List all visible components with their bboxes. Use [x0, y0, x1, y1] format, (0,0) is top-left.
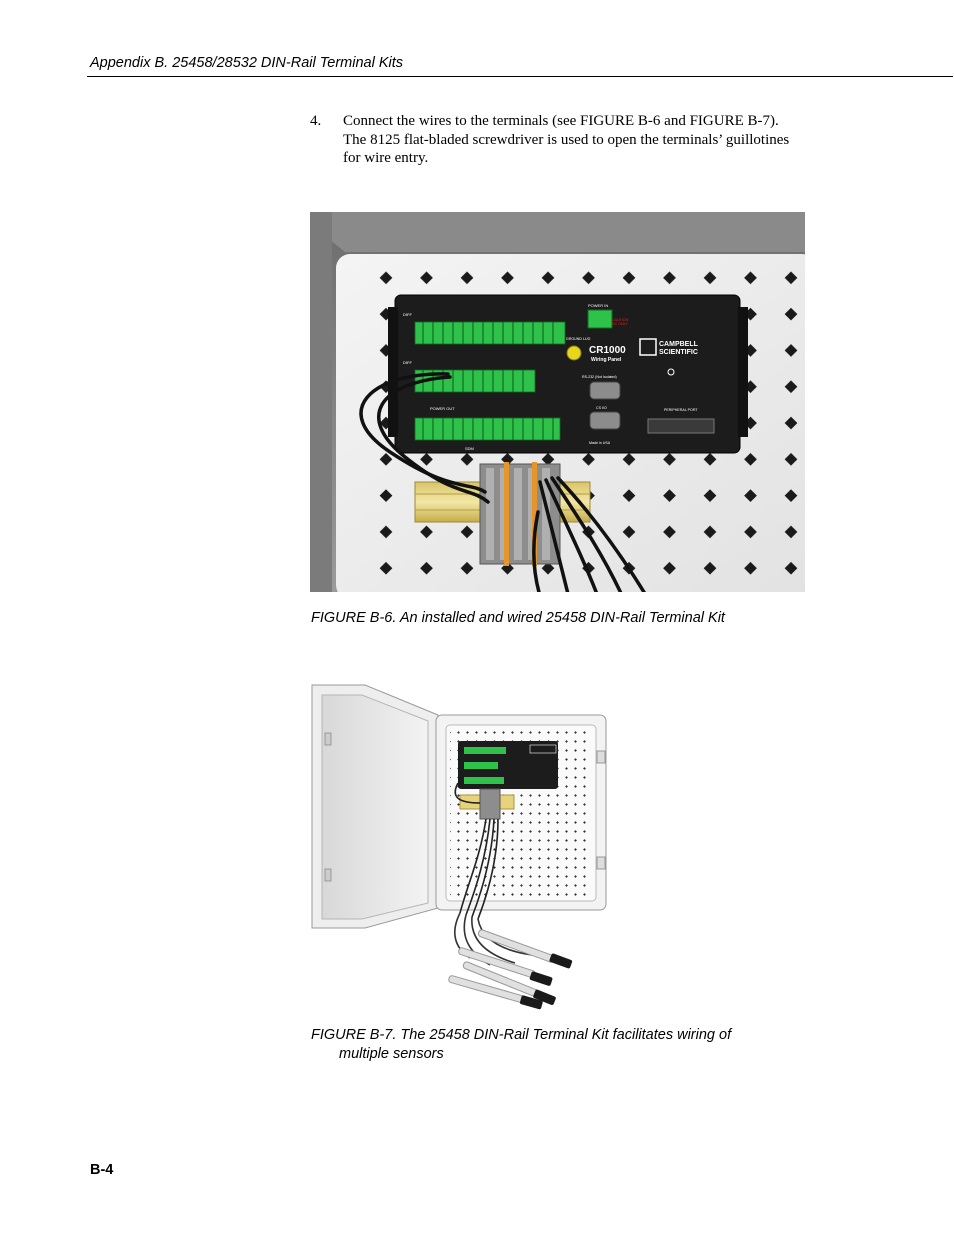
diff-label-top: DIFF: [403, 312, 412, 317]
csio-label: CS I/O: [596, 406, 607, 410]
caution-label: CAUTION: [612, 318, 629, 322]
made-in-label: Made in USA: [589, 441, 611, 445]
figure-b6-illustration: DIFF DIFF POWER OUT SDM POWER IN CAUTION…: [310, 212, 805, 592]
step-number: 4.: [310, 113, 322, 129]
brand-line-2: SCIENTIFIC: [659, 349, 698, 356]
figure-b7-illustration: [310, 683, 610, 1013]
running-header: Appendix B. 25458/28532 DIN-Rail Termina…: [90, 55, 403, 71]
rs232-label: RS-232 (Not Isolated): [582, 375, 617, 379]
figure-b7-photo: [310, 683, 610, 1013]
step-line-2: The 8125 flat-bladed screwdriver is used…: [343, 131, 790, 148]
figure-b7-caption: FIGURE B-7. The 25458 DIN-Rail Terminal …: [311, 1026, 811, 1063]
figure-b7-caption-line-2: multiple sensors: [339, 1045, 444, 1062]
power-out-label: POWER OUT: [430, 406, 455, 411]
dc-only-label: DC ONLY: [612, 322, 628, 326]
model-label: CR1000: [589, 345, 626, 356]
page-number: B-4: [90, 1162, 114, 1178]
power-in-label: POWER IN: [588, 303, 608, 308]
figure-b6-photo: DIFF DIFF POWER OUT SDM POWER IN CAUTION…: [310, 212, 805, 592]
step-line-1: Connect the wires to the terminals (see …: [343, 113, 779, 129]
header-rule: [87, 76, 953, 77]
step-line-3: for wire entry.: [343, 150, 429, 166]
brand-line-1: CAMPBELL: [659, 341, 699, 348]
sdm-label: SDM: [465, 446, 474, 451]
figure-b7-caption-line-1: FIGURE B-7. The 25458 DIN-Rail Terminal …: [311, 1027, 732, 1043]
campbell-logo-icon: [639, 338, 657, 356]
wiring-panel-label: Wiring Panel: [591, 357, 622, 363]
diff-label-mid: DIFF: [403, 360, 412, 365]
figure-b6-caption: FIGURE B-6. An installed and wired 25458…: [311, 610, 725, 626]
peripheral-port-label: PERIPHERAL PORT: [664, 408, 698, 412]
step-text: Connect the wires to the terminals (see …: [343, 112, 821, 168]
ground-lug-label: GROUND LUG: [566, 337, 591, 341]
